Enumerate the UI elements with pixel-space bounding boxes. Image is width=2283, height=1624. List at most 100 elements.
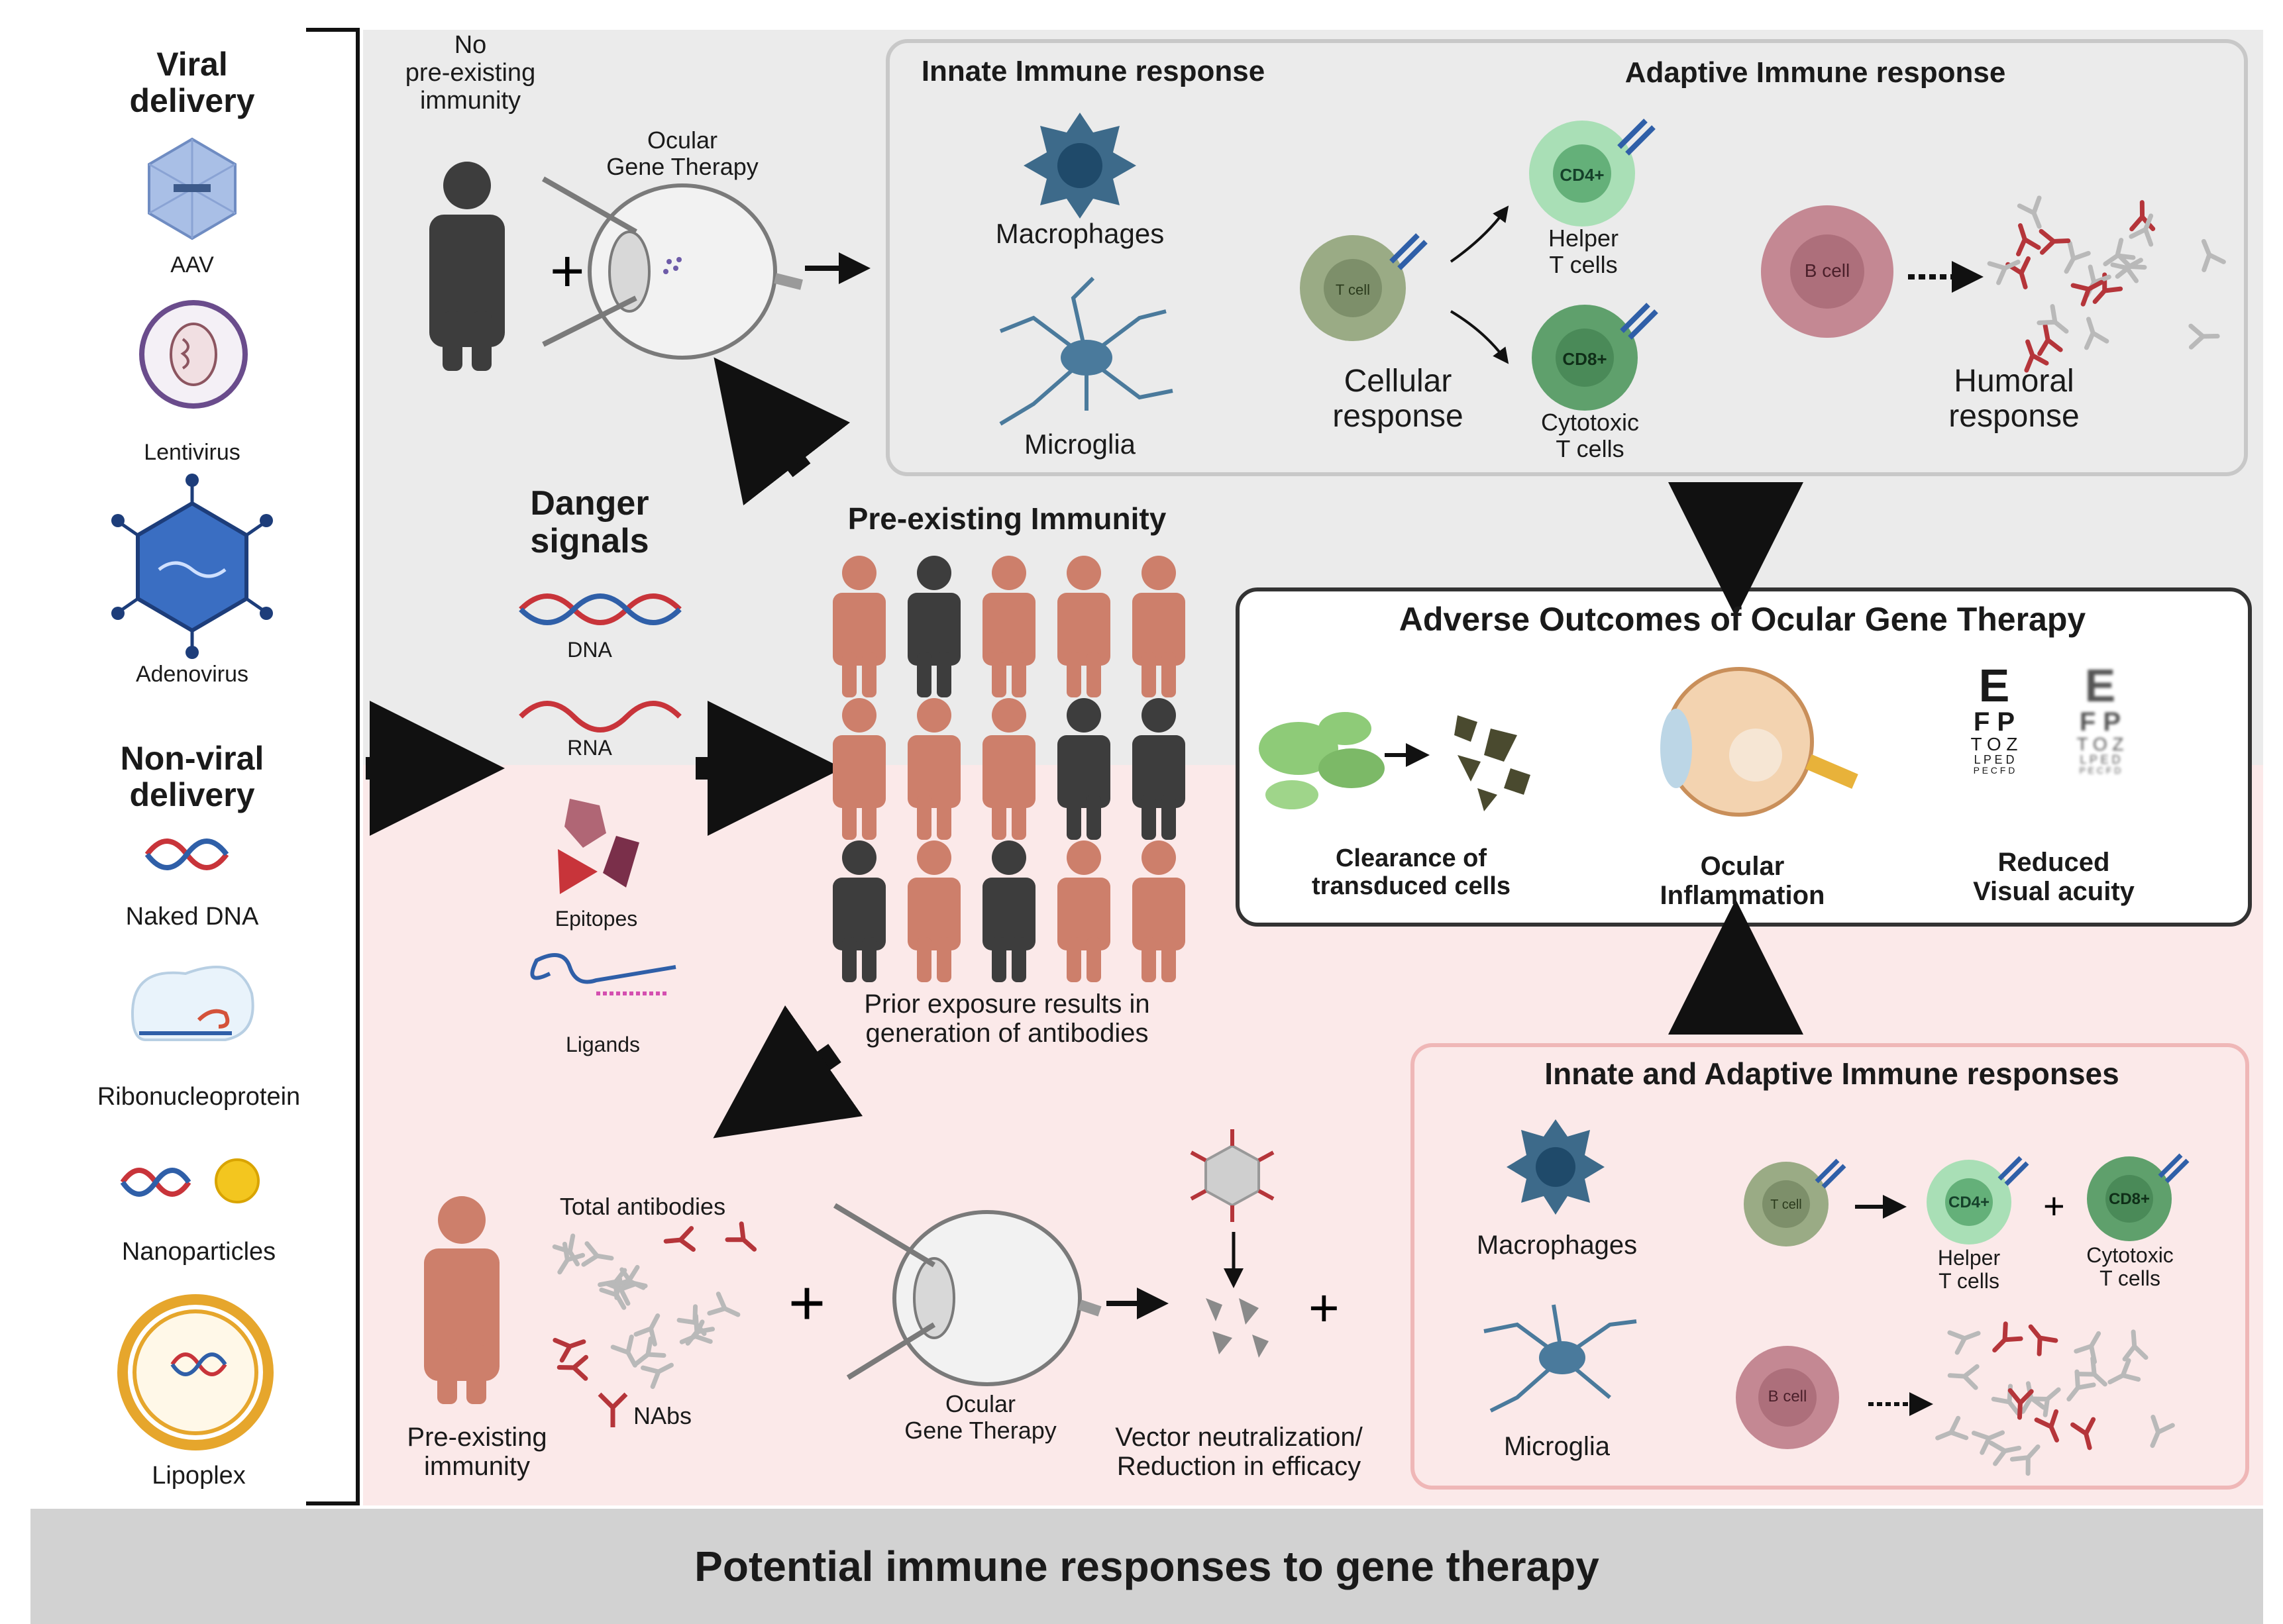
t-cell-label: T cell bbox=[1335, 281, 1371, 298]
t-cell-icon bbox=[1300, 233, 1428, 341]
epitopes-icon bbox=[558, 799, 639, 894]
footer-bar bbox=[30, 1509, 2263, 1624]
cytotoxic-t-cells-label-2: Cytotoxic T cells bbox=[2086, 1243, 2174, 1291]
person-salmon-icon bbox=[424, 1196, 500, 1404]
chart-row-5: P E C F D bbox=[1973, 765, 2015, 776]
antibody-icon bbox=[2188, 323, 2220, 350]
macrophages-label: Macrophages bbox=[995, 218, 1165, 249]
helper-t-cells-label-2: Helper T cells bbox=[1937, 1246, 2001, 1294]
person-figure bbox=[908, 556, 961, 697]
cd4-cell-icon-2 bbox=[1927, 1156, 2029, 1244]
epitopes-label: Epitopes bbox=[555, 907, 638, 931]
rna-icon bbox=[519, 701, 682, 733]
chart-row-4: L P E D bbox=[1974, 753, 2015, 766]
antibody-icon bbox=[581, 1241, 614, 1267]
helper-t-cells-label: Helper T cells bbox=[1548, 225, 1619, 278]
no-immunity-label: No pre-existing immunity bbox=[405, 31, 536, 115]
plus-sign-4: + bbox=[2043, 1185, 2065, 1227]
cellular-response-label: Cellular response bbox=[1332, 364, 1463, 434]
nanoparticles-label: Nanoparticles bbox=[121, 1238, 276, 1266]
adverse-title: Adverse Outcomes of Ocular Gene Therapy bbox=[1399, 601, 2086, 638]
pre-existing-caption: Prior exposure results in generation of … bbox=[864, 990, 1150, 1048]
aav-icon bbox=[148, 137, 237, 240]
antibody-icon bbox=[553, 1338, 586, 1363]
person-figure bbox=[982, 698, 1035, 840]
pre-existing-title: Pre-existing Immunity bbox=[847, 501, 1167, 536]
person-figure bbox=[833, 840, 886, 982]
non-viral-delivery-heading: Non-viral delivery bbox=[120, 740, 264, 813]
ribonucleoprotein-icon bbox=[131, 966, 254, 1041]
microglia-label: Microglia bbox=[1024, 429, 1136, 460]
cd4-label: CD4+ bbox=[1560, 165, 1605, 185]
plus-sign: + bbox=[550, 238, 585, 305]
antibody-icon bbox=[633, 1313, 661, 1346]
adenovirus-label: Adenovirus bbox=[135, 662, 249, 687]
antibody-icon bbox=[679, 1319, 713, 1345]
antibody-icon bbox=[2070, 1417, 2096, 1450]
lipoplex-label: Lipoplex bbox=[152, 1462, 246, 1490]
antibody-icon bbox=[610, 1335, 637, 1368]
person-dark-icon bbox=[429, 162, 505, 371]
vector-neutralization-label: Vector neutralization/ Reduction in effi… bbox=[1115, 1423, 1363, 1481]
nanoparticles-icon bbox=[120, 1158, 260, 1203]
t-cell-icon-2 bbox=[1744, 1158, 1846, 1246]
antibody-icon bbox=[1992, 1321, 2023, 1353]
aav-label: AAV bbox=[170, 252, 214, 278]
ocular-therapy-label-2: Ocular Gene Therapy bbox=[904, 1390, 1057, 1444]
antibody-icon bbox=[2201, 238, 2226, 272]
people-grid bbox=[833, 556, 1185, 982]
antibody-icon bbox=[552, 1233, 580, 1267]
antibody-icon bbox=[1935, 1415, 1969, 1441]
chart-letter-e-blurred: E bbox=[2084, 660, 2116, 711]
eye-injection-icon bbox=[542, 176, 803, 360]
antibody-icon bbox=[1947, 1330, 1981, 1355]
antibody-icon bbox=[2037, 323, 2063, 356]
person-figure bbox=[908, 840, 961, 982]
adaptive-title: Adaptive Immune response bbox=[1624, 56, 2006, 89]
antibody-icon bbox=[2037, 304, 2069, 334]
humoral-response-label: Humoral response bbox=[1948, 364, 2080, 434]
lipoplex-icon bbox=[117, 1294, 274, 1450]
plus-sign-2: + bbox=[788, 1268, 825, 1339]
person-figure bbox=[1132, 556, 1185, 697]
antibody-icon bbox=[2115, 252, 2147, 279]
cd8-cell-icon bbox=[1532, 303, 1658, 411]
antibody-icon bbox=[2064, 240, 2091, 274]
nabs-label: NAbs bbox=[633, 1402, 692, 1429]
b-cell-label-2: B cell bbox=[1768, 1388, 1807, 1405]
person-figure bbox=[833, 556, 886, 697]
antibody-icon bbox=[2070, 279, 2104, 307]
person-figure bbox=[1057, 556, 1110, 697]
cd4-cell-icon bbox=[1529, 119, 1656, 227]
antibody-icon bbox=[2066, 1369, 2096, 1401]
total-antibodies-label: Total antibodies bbox=[559, 1193, 726, 1220]
microglia-icon bbox=[999, 276, 1173, 426]
microglia-label-2: Microglia bbox=[1503, 1432, 1611, 1461]
danger-signals-title: Danger signals bbox=[530, 484, 649, 561]
reduced-visual-acuity-label: Reduced Visual acuity bbox=[1973, 848, 2135, 906]
innate-adaptive-upper-box bbox=[886, 39, 2248, 476]
antibody-icon bbox=[2029, 1387, 2061, 1417]
cd8-label-2: CD8+ bbox=[2108, 1190, 2150, 1208]
vector-neutralized-icon bbox=[1190, 1129, 1275, 1222]
person-figure bbox=[982, 840, 1035, 982]
microglia-icon-2 bbox=[1483, 1304, 1637, 1413]
antibody-icon bbox=[1988, 1441, 2022, 1466]
viral-delivery-heading: Viral delivery bbox=[129, 46, 255, 119]
chart-row-4-blurred: L P E D bbox=[2080, 753, 2121, 766]
antibody-icon bbox=[634, 1336, 666, 1366]
person-figure bbox=[1132, 840, 1185, 982]
antibody-icon bbox=[2076, 1356, 2107, 1387]
nabs-antibody-icon bbox=[598, 1392, 628, 1427]
lentivirus-icon bbox=[139, 300, 248, 409]
antibody-icon bbox=[2034, 1409, 2060, 1443]
antibody-icon bbox=[2150, 1415, 2175, 1448]
person-figure bbox=[1057, 698, 1110, 840]
arrow-down-to-bottom bbox=[713, 1005, 863, 1139]
macrophage-icon bbox=[1024, 113, 1136, 219]
pre-existing-immunity-label: Pre-existing immunity bbox=[407, 1423, 547, 1481]
innate-adaptive-lower-box bbox=[1410, 1043, 2249, 1490]
cd4-label-2: CD4+ bbox=[1948, 1193, 1990, 1211]
arrow-up-to-eye bbox=[714, 357, 851, 506]
